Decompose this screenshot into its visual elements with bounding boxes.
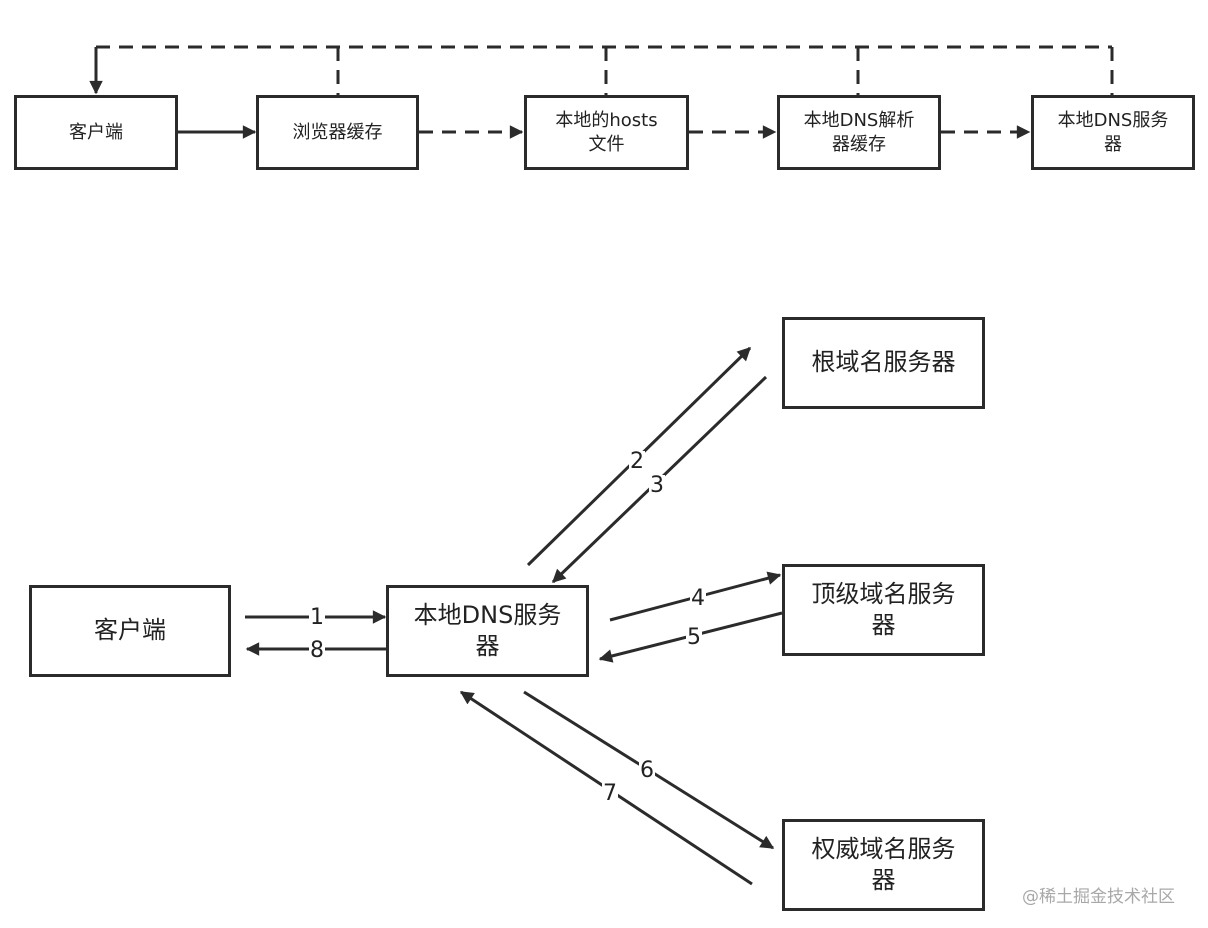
top-return-path [89, 45, 1114, 96]
resolver-cache-label: 本地DNS解析 器缓存 [803, 110, 915, 155]
step-label-2: 2 [629, 449, 645, 474]
tld-server-label: 顶级域名服务 器 [811, 579, 956, 639]
step-label-3: 3 [649, 473, 665, 498]
watermark: @稀土掘金技术社区 [1022, 887, 1175, 907]
step-label-7: 7 [602, 781, 618, 806]
hosts-file-label: 本地的hosts 文件 [555, 110, 658, 155]
hosts-file-box: 本地的hosts 文件 [524, 95, 689, 170]
root-server-label: 根域名服务器 [811, 348, 956, 377]
auth-server-label: 权威域名服务 器 [811, 834, 956, 894]
bottom-local-dns-box: 本地DNS服务 器 [386, 585, 589, 677]
top-client-label: 客户端 [69, 121, 123, 143]
top-local-dns-label: 本地DNS服务 器 [1057, 110, 1169, 155]
bottom-local-dns-label: 本地DNS服务 器 [413, 600, 562, 660]
browser-cache-box: 浏览器缓存 [256, 95, 419, 170]
step-label-8: 8 [309, 638, 325, 663]
bottom-client-label: 客户端 [94, 616, 166, 645]
top-client-box: 客户端 [14, 95, 178, 170]
resolver-cache-box: 本地DNS解析 器缓存 [777, 95, 941, 170]
root-server-box: 根域名服务器 [782, 317, 985, 409]
step-label-1: 1 [309, 605, 325, 630]
tld-server-box: 顶级域名服务 器 [782, 564, 985, 656]
auth-server-box: 权威域名服务 器 [782, 819, 985, 911]
step-label-5: 5 [686, 625, 702, 650]
step-label-6: 6 [639, 758, 655, 783]
bottom-client-box: 客户端 [29, 585, 231, 677]
top-local-dns-box: 本地DNS服务 器 [1031, 95, 1195, 170]
browser-cache-label: 浏览器缓存 [292, 121, 383, 143]
step-label-4: 4 [690, 586, 706, 611]
